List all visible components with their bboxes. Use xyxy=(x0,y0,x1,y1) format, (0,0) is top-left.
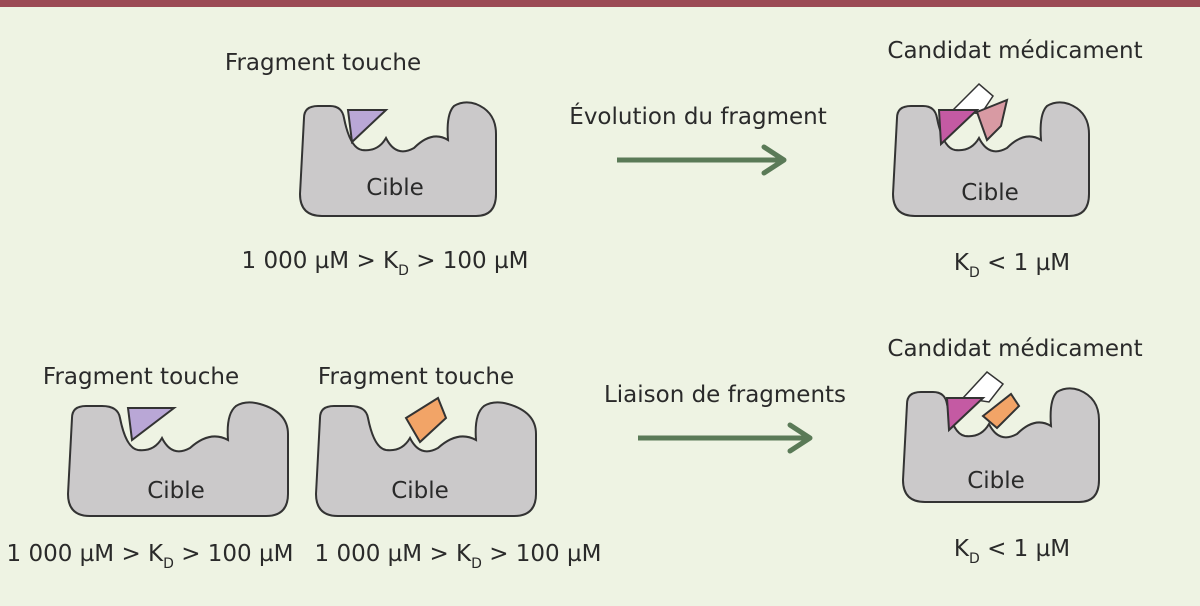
top-result-kd: KD < 1 µM xyxy=(954,250,1070,281)
top-result-target-label: Cible xyxy=(961,180,1019,206)
fragment-magenta xyxy=(937,109,980,147)
top-rule xyxy=(0,0,1200,7)
target-body xyxy=(314,401,537,517)
top-result-title: Candidat médicament xyxy=(887,38,1142,64)
top-arrow-label: Évolution du fragment xyxy=(569,102,826,130)
top-target: Cible xyxy=(298,101,497,217)
top-target-label: Cible xyxy=(366,175,424,201)
bottom-target-a-label: Cible xyxy=(147,478,205,504)
bottom-kd-a: 1 000 µM > KD > 100 µM xyxy=(7,541,294,572)
bottom-result-title: Candidat médicament xyxy=(887,336,1142,362)
top-kd: 1 000 µM > KD > 100 µM xyxy=(242,248,529,279)
fragment-triangle xyxy=(126,407,177,442)
bottom-target-b: Cible xyxy=(314,396,537,517)
bottom-arrow xyxy=(638,422,813,454)
bottom-fragment-a-title: Fragment touche xyxy=(43,364,239,390)
target-body xyxy=(298,101,497,217)
bottom-kd-b: 1 000 µM > KD > 100 µM xyxy=(315,541,602,572)
fragment-triangle xyxy=(346,109,389,145)
bottom-result-target-label: Cible xyxy=(967,468,1025,494)
bottom-fragment-b-title: Fragment touche xyxy=(318,364,514,390)
fragment-orange xyxy=(981,392,1021,430)
target-body xyxy=(66,401,289,517)
fragment-magenta xyxy=(945,397,986,433)
bottom-target-b-label: Cible xyxy=(391,478,449,504)
fragment-pink xyxy=(975,98,1009,142)
bottom-arrow-label: Liaison de fragments xyxy=(604,382,846,408)
fragment-orange xyxy=(404,396,448,444)
top-result-target: Cible xyxy=(891,82,1090,217)
target-body xyxy=(891,101,1090,217)
bottom-result-kd: KD < 1 µM xyxy=(954,536,1070,567)
bottom-result-target: Cible xyxy=(901,370,1100,503)
top-fragment-title: Fragment touche xyxy=(225,50,421,76)
top-arrow xyxy=(617,144,787,176)
bottom-target-a: Cible xyxy=(66,401,289,517)
